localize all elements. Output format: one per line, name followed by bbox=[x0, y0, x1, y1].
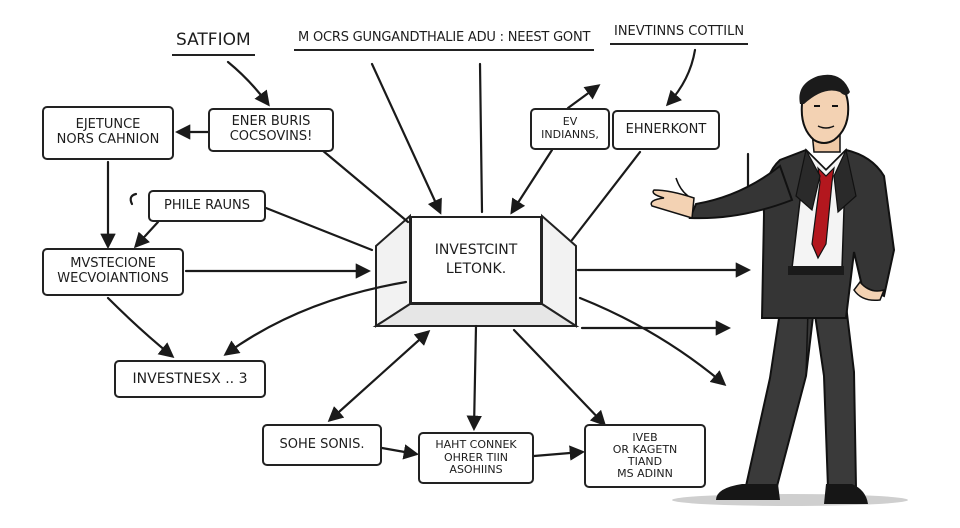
center-box-3d bbox=[372, 213, 580, 328]
arrow-box-to-investnesx bbox=[223, 280, 408, 356]
arrow-box-sohe-bidirectional bbox=[327, 329, 431, 423]
box-sohe: SOHE SONIS. bbox=[262, 424, 382, 466]
arrow-haht-to-iveb bbox=[532, 445, 586, 461]
line-heading-center bbox=[478, 62, 484, 214]
box-ehnerkont: EHNERKONT bbox=[612, 110, 720, 150]
arrow-ev-up bbox=[566, 84, 601, 110]
arrow-phile-to-mvstecione bbox=[133, 220, 160, 249]
box-mvstecione: MVSTECIONE WECVOIANTIONS bbox=[42, 248, 184, 296]
heading-top-right-text: INEVTINNS COTTILN bbox=[614, 24, 745, 39]
arrow-box-to-haht bbox=[466, 324, 482, 432]
arrow-mvstecione-to-investnesx bbox=[106, 296, 175, 358]
heading-top-left-text: SATFIOM bbox=[176, 30, 251, 50]
line-ener-to-box bbox=[320, 148, 410, 224]
businessman-figure bbox=[650, 74, 908, 506]
phile-side-tick bbox=[129, 192, 138, 206]
arrow-ev-to-box bbox=[510, 148, 554, 215]
box-iveb: IVEB OR KAGETN TIAND MS ADINN bbox=[584, 424, 706, 488]
arrow-heading-right-to-ehner bbox=[665, 48, 697, 107]
box-ejetunce: EJETUNCE NORS CAHNION bbox=[42, 106, 174, 160]
box-phile: PHILE RAUNS bbox=[148, 190, 266, 222]
arrow-sohe-to-haht bbox=[380, 444, 420, 460]
box-investnesx: INVESTNESX .. 3 bbox=[114, 360, 266, 398]
heading-top-center: M OCRS GUNGANDTHALIE ADU : NEEST GONT bbox=[294, 30, 595, 51]
arrow-heading-center-to-box bbox=[370, 62, 442, 215]
heading-top-right: INEVTINNS COTTILN bbox=[610, 24, 749, 45]
center-box-label: INVESTCINT LETONK. bbox=[410, 216, 542, 304]
box-ev: EV INDIANNS, bbox=[530, 108, 610, 150]
line-phile-to-box bbox=[264, 206, 374, 252]
heading-top-center-text: M OCRS GUNGANDTHALIE ADU : NEEST GONT bbox=[298, 30, 591, 45]
line-ehner-to-box bbox=[570, 150, 642, 242]
box-haht: HAHT CONNEK OHRER TIIN ASOHIINS bbox=[418, 432, 534, 484]
box-ener: ENER BURIS COCSOVINS! bbox=[208, 108, 334, 152]
arrow-box-right-3 bbox=[578, 296, 727, 386]
arrow-box-to-iveb bbox=[512, 328, 607, 427]
heading-top-left: SATFIOM bbox=[172, 30, 255, 56]
arrow-heading-to-ener bbox=[226, 60, 270, 107]
